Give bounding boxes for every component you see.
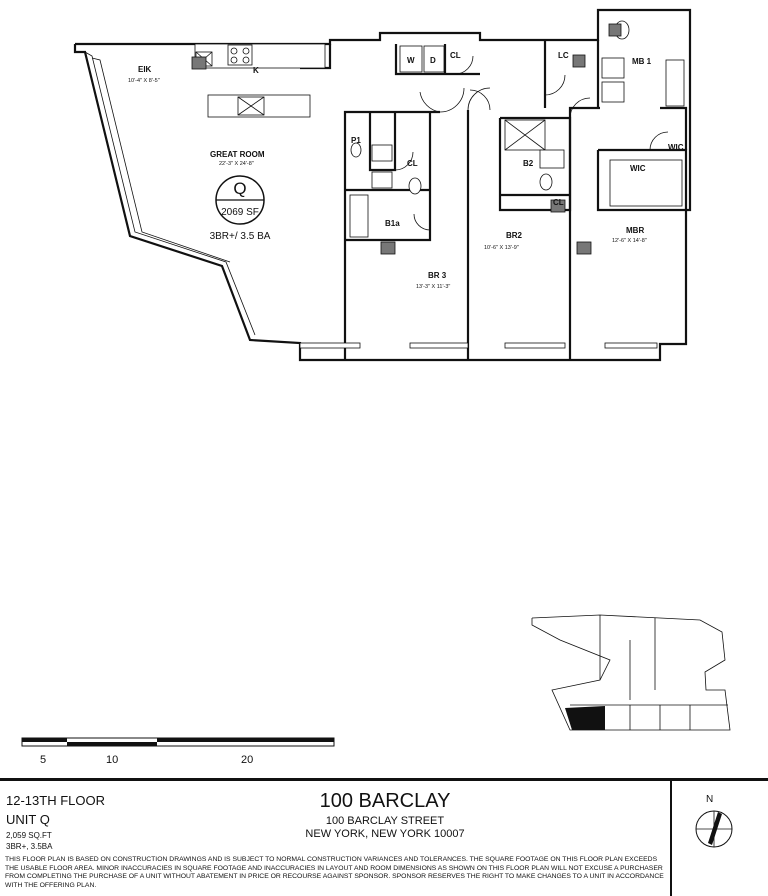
closet-cl-2: CL (407, 159, 418, 168)
disclaimer: THIS FLOOR PLAN IS BASED ON CONSTRUCTION… (5, 856, 664, 889)
linen-closet-label: LC (558, 51, 569, 60)
laundry (399, 45, 445, 73)
washer-label: W (407, 56, 415, 65)
wic-small-label: WIC (668, 143, 684, 152)
br3-dim: 13'-3" X 11'-3" (416, 284, 450, 290)
scale-label-10: 10 (106, 754, 119, 766)
unit-location-marker (565, 706, 605, 730)
scale-bar (21, 737, 335, 747)
br2-dim: 10'-6" X 13'-9" (484, 245, 519, 251)
config-label: 3BR+, 3.5BA (6, 842, 53, 851)
title-block: 12-13TH FLOOR UNIT Q 2,059 SQ.FT 3BR+, 3… (0, 778, 768, 896)
floor-plan: EIK 10'-4" X 8'-5" K GREAT ROOM 22'-3" X… (21, 8, 731, 747)
master-bath-label: MB 1 (632, 57, 652, 66)
wic-label: WIC (630, 164, 646, 173)
floor-label: 12-13TH FLOOR (6, 793, 105, 808)
divider (670, 781, 672, 896)
scale-label-20: 20 (241, 754, 254, 766)
windows (299, 342, 658, 349)
scale-label-5: 5 (40, 754, 47, 766)
city-address: NEW YORK, NEW YORK 10007 (305, 828, 465, 840)
compass-icon (695, 810, 733, 848)
interior-walls (300, 40, 688, 360)
unit-letter: Q (233, 179, 246, 198)
building-name: 100 BARCLAY (319, 790, 451, 812)
eik-dim: 10'-4" X 8'-5" (128, 78, 160, 84)
north-label: N (706, 794, 714, 805)
dryer-label: D (430, 56, 436, 65)
doors (394, 55, 669, 231)
unit-badge: Q 2069 SF 3BR+/ 3.5 BA (210, 175, 271, 242)
eik-label: EIK (138, 65, 152, 74)
closet-label: CL (450, 51, 461, 60)
hvac-units (191, 23, 622, 255)
kitchen-label: K (253, 66, 259, 75)
br2-label: BR2 (506, 231, 523, 240)
sqft-label: 2,059 SQ.FT (6, 831, 52, 840)
great-room-dim: 22'-3" X 24'-8" (219, 161, 254, 167)
bath-b1a-label: B1a (385, 219, 400, 228)
closet-cl-3: CL (553, 198, 564, 207)
unit-config: 3BR+/ 3.5 BA (210, 231, 271, 242)
br3-label: BR 3 (428, 271, 447, 280)
kitchen-fixtures (194, 43, 326, 118)
bath-fixtures (349, 20, 685, 238)
unit-area: 2069 SF (221, 207, 259, 218)
unit-label: UNIT Q (6, 812, 50, 827)
powder-room-label: P1 (351, 136, 361, 145)
mbr-label: MBR (626, 226, 644, 235)
bath-b2-label: B2 (523, 159, 534, 168)
mbr-dim: 12'-6" X 14'-8" (612, 238, 647, 244)
great-room-label: GREAT ROOM (210, 150, 265, 159)
street-address: 100 BARCLAY STREET (325, 815, 445, 827)
key-plan (531, 614, 731, 731)
